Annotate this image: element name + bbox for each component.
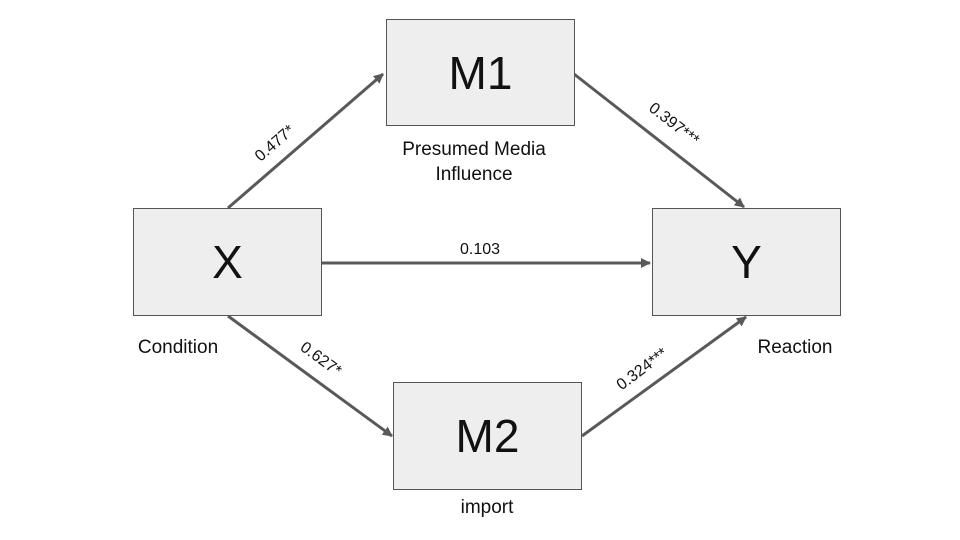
coef-m2-to-y: 0.324***: [614, 345, 671, 394]
coef-m1-to-y: 0.397***: [645, 100, 702, 150]
caption-m1-line2: Influence: [435, 164, 513, 185]
node-x: X: [133, 208, 322, 316]
caption-m2: import: [460, 497, 514, 518]
node-y-symbol: Y: [731, 236, 762, 288]
node-m1-symbol: M1: [448, 46, 513, 99]
arrow-x-to-m2: [227, 314, 393, 438]
node-m2: M2: [393, 382, 582, 490]
coef-x-to-y: 0.103: [460, 241, 500, 258]
node-m2-symbol: M2: [455, 410, 520, 462]
caption-x: Condition: [137, 337, 219, 358]
arrow-m1-to-y: [573, 72, 745, 209]
coef-x-to-m2: 0.627*: [297, 339, 344, 380]
coef-x-to-m1: 0.477*: [252, 122, 298, 165]
caption-m1-line1: Presumed Media: [402, 139, 546, 160]
caption-y: Reaction: [757, 337, 833, 358]
node-y: Y: [652, 208, 841, 316]
arrow-m2-to-y: [581, 315, 747, 438]
node-m1: M1: [386, 19, 575, 126]
caption-m1: Presumed Media Influence: [374, 137, 574, 187]
arrow-x-to-m1: [227, 72, 384, 210]
node-x-symbol: X: [212, 236, 243, 288]
